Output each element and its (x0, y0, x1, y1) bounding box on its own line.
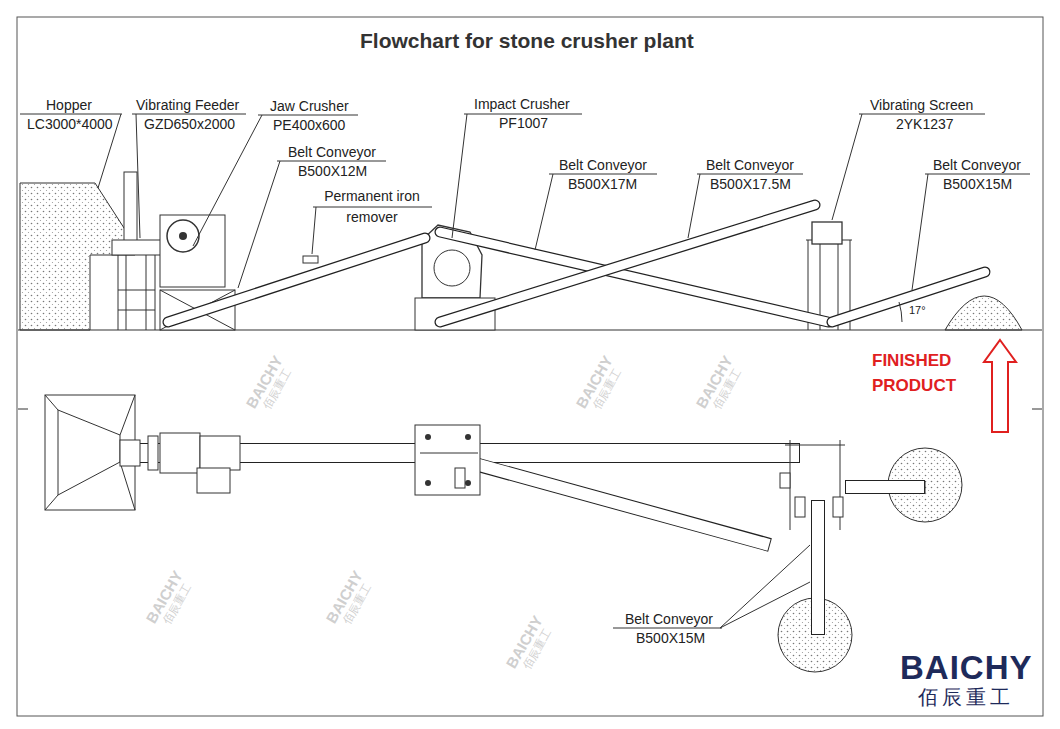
model-number: B500X17M (568, 176, 637, 192)
belt-conveyors-plan (132, 453, 925, 635)
model-number: 2YK1237 (896, 116, 954, 132)
vibrating-screen-symbol (812, 222, 842, 244)
flywheel (167, 220, 199, 252)
model-number: B500X15M (943, 176, 1012, 192)
part-name: Belt Conveyor (933, 157, 1021, 173)
flywheel-hub (179, 232, 187, 240)
output-label: FINISHED PRODUCT (872, 348, 972, 398)
title: Flowchart for stone crusher plant (360, 29, 694, 53)
watermark: BAICHY佰辰重工 (322, 568, 377, 633)
part-name: Impact Crusher (474, 96, 570, 112)
hopper-wall (124, 172, 137, 242)
watermark: BAICHY佰辰重工 (572, 353, 627, 418)
part-name: Permanent iron remover (313, 186, 431, 228)
watermark: BAICHY佰辰重工 (502, 613, 557, 678)
iron-remover-symbol (303, 256, 318, 263)
model-number: LC3000*4000 (27, 116, 113, 132)
model-number: GZD650x2000 (144, 116, 235, 132)
part-name: Vibrating Feeder (136, 97, 239, 113)
feeder-symbol (112, 240, 162, 255)
feeder-frame (118, 255, 155, 330)
part-name: Vibrating Screen (870, 97, 973, 113)
part-name: Hopper (46, 97, 92, 113)
angle-arc (899, 302, 902, 322)
watermark: BAICHY佰辰重工 (142, 568, 197, 633)
screen-plan (780, 440, 845, 530)
rotor (434, 250, 470, 286)
leader-lines (20, 114, 1030, 628)
part-name: Belt Conveyor (559, 157, 647, 173)
stockpile (945, 296, 1022, 330)
model-number: B500X17.5M (710, 176, 791, 192)
part-name: Belt Conveyor (288, 144, 376, 160)
hopper-plan-inner (58, 410, 120, 495)
jaw-crusher-symbol (160, 215, 225, 287)
feeder-jaw-plan (120, 433, 240, 493)
part-name: Belt Conveyor (625, 611, 713, 627)
part-name: Belt Conveyor (706, 157, 794, 173)
model-number: B500X15M (636, 630, 705, 646)
output-arrow (984, 340, 1016, 432)
hopper-symbol (20, 183, 135, 330)
watermark: BAICHY佰辰重工 (242, 353, 297, 418)
watermark: BAICHY佰辰重工 (692, 353, 747, 418)
belt-conveyors (168, 205, 985, 322)
logo-text: 佰辰重工 (918, 686, 1014, 708)
model-number: PE400x600 (273, 117, 345, 133)
model-number: B500X12M (298, 163, 367, 179)
tick (1032, 409, 1042, 410)
frame (17, 17, 1043, 716)
part-name: Jaw Crusher (270, 98, 349, 114)
model-number: PF1007 (499, 115, 548, 131)
tick (18, 409, 28, 410)
angle-label: 17° (909, 304, 926, 316)
impact-crusher-plan (415, 425, 480, 495)
logo-text: BAICHY (900, 650, 1033, 686)
